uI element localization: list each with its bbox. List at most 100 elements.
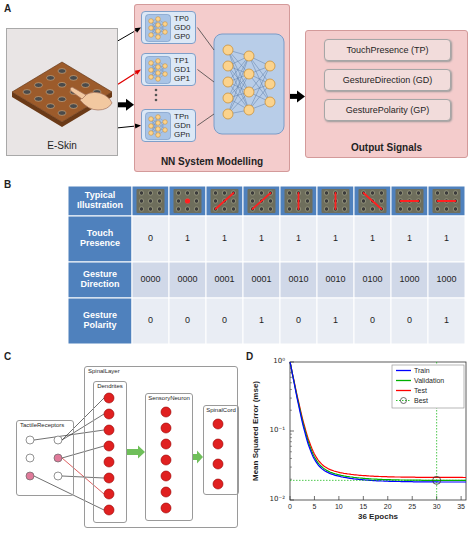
neuron-dot [265,97,275,107]
table-cell: 0 [132,216,169,262]
thumbnail-pad [379,191,383,195]
ellipsis-dot [155,99,158,102]
neuron-cell [104,441,114,451]
minor-tick [290,434,292,435]
axis-tick-label: 35 [453,502,469,511]
major-tick [314,496,315,500]
neuron-dot [244,87,254,97]
mini-neuron [149,61,154,66]
thumbnail-pad [139,191,143,195]
neuron-cell [161,407,171,417]
mini-neuron [156,71,161,76]
table-cell: 1 [354,216,391,262]
sensor-pad [58,69,66,74]
node-text: SpinalCord [206,407,236,414]
major-tick [290,496,291,500]
table-cell: 1000 [428,262,465,298]
table-cell-ground [169,298,206,344]
arrow-head [297,90,305,102]
output-panel: Output SignalsTouchPresence (TP)GestureD… [305,30,468,158]
table-cell-ground [391,186,428,216]
connector [127,446,145,459]
arrow-head [138,446,145,459]
ellipsis-dot [155,89,158,92]
neuron-dot [223,109,233,119]
mini-network-body [146,15,171,42]
axis-tick-label: 15 [355,502,371,511]
output-signal: GesturePolarity (GP) [324,99,451,121]
neuron-dot [244,105,254,115]
thumbnail-pad [157,207,161,211]
minor-tick [290,410,292,411]
table-cell: 0100 [354,262,391,298]
minor-tick [290,389,292,390]
thumbnail-pad [157,191,161,195]
sensor-pad [47,76,55,81]
legend-frame [392,365,464,408]
major-tick [290,500,294,501]
output-signal: TouchPresence (TP) [324,39,451,61]
mini-neuron [163,120,168,125]
thumbnail-pad [259,207,263,211]
minor-tick [290,398,292,399]
table-cell: 1 [243,298,280,344]
gesture-thumbnail [174,189,202,213]
axis-tick-label: 5 [306,502,322,511]
table-cell-ground [354,216,391,262]
row-header-cell [68,216,132,262]
eskin-plate [12,62,112,122]
thumbnail-pad [250,199,254,203]
sensor-pad [82,83,90,88]
table-cell-ground [391,298,428,344]
legend-sample-line [396,390,411,391]
minor-tick [290,382,292,383]
gesture-thumbnail [137,189,165,213]
mini-neuron [149,68,154,73]
mini-neuron [156,133,161,138]
sub-network: TP0 GD0 GP0 [141,11,196,44]
gesture-trace [401,200,419,202]
neuron-cell [104,409,114,419]
neuron-column: SpinalCord [203,405,239,495]
gesture-trace [253,193,271,209]
node-text: GesturePolarity (GP) [346,105,430,115]
network-body [214,34,284,134]
connector-line [290,94,298,99]
thumbnail-pad [250,191,254,195]
mini-network-body [146,113,171,140]
node-text: TPn GDn GPn [174,112,190,139]
axis-title: 36 Epochs [328,512,428,522]
table-cell: 1 [391,216,428,262]
neuron-dot [244,69,254,79]
thumbnail-pad [324,191,328,195]
thumbnail-pad [444,191,448,195]
gesture-thumbnail [359,189,387,213]
legend-sample-marker [401,398,407,404]
thumbnail-pad [342,199,346,203]
thumbnail-pad [139,199,143,203]
thumbnail-pad [407,191,411,195]
receptor-dot [26,454,34,462]
table-cell: 0 [391,298,428,344]
thumbnail-pad [342,207,346,211]
thumbnail-pad [305,191,309,195]
gesture-thumbnail [396,189,424,213]
connector [118,99,134,111]
thumbnail-pad [259,191,263,195]
synapse-line [62,414,104,440]
neuron-dot [244,51,254,61]
table-cell-ground [280,298,317,344]
major-tick [290,431,294,432]
table-cell: 0 [206,298,243,344]
table-cell-ground [132,298,169,344]
thumbnail-pad [361,199,365,203]
thumbnail-pad [444,207,448,211]
major-tick [412,496,413,500]
table-cell: 0000 [132,262,169,298]
sensor-pad [58,111,66,116]
mini-network-body [146,57,171,84]
layer-box: SpinalLayerDendritesSensoryNeuronSpinalC… [84,366,238,528]
panel-letter: C [4,350,18,363]
table-cell-ground [428,298,465,344]
